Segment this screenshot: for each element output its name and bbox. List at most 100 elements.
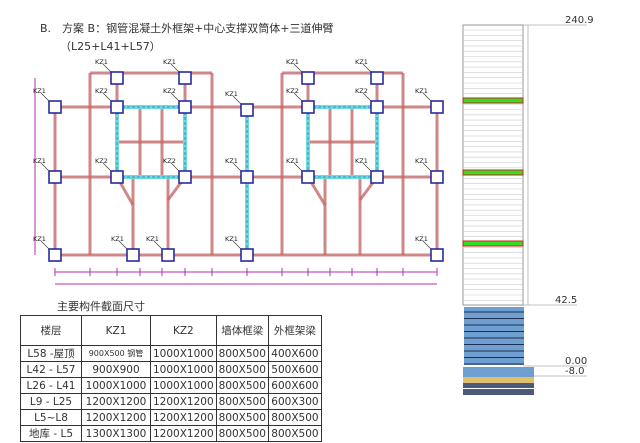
basement-1 bbox=[463, 367, 534, 377]
column-kz2 bbox=[110, 100, 124, 114]
column-label: KZ1 bbox=[33, 157, 46, 165]
column-kz1 bbox=[240, 103, 254, 117]
column-label: KZ1 bbox=[33, 87, 46, 95]
column-label: KZ1 bbox=[415, 87, 428, 95]
column-label: KZ1 bbox=[286, 58, 299, 66]
column-kz1 bbox=[110, 71, 124, 85]
table-cell: 900X900 bbox=[81, 361, 151, 378]
column-kz2 bbox=[110, 170, 124, 184]
table-cell: 1300X1300 bbox=[81, 425, 151, 442]
page-subtitle: （L25+L41+L57） bbox=[60, 40, 161, 53]
column-kz1 bbox=[430, 100, 444, 114]
column-leader bbox=[232, 240, 242, 250]
column-kz1 bbox=[240, 248, 254, 262]
column-label: KZ2 bbox=[355, 87, 368, 95]
column-label: KZ2 bbox=[95, 87, 108, 95]
table-cell: 800X500 bbox=[215, 425, 269, 442]
column-kz1 bbox=[370, 170, 384, 184]
column-label: KZ2 bbox=[286, 87, 299, 95]
table-cell: 800X500 bbox=[215, 377, 269, 394]
column-kz1 bbox=[240, 170, 254, 184]
table-cell: 1200X1200 bbox=[150, 393, 217, 410]
column-kz1 bbox=[301, 71, 315, 85]
table-cell: 800X500 bbox=[215, 361, 269, 378]
column-leader bbox=[422, 240, 432, 250]
outrigger-floor bbox=[462, 169, 524, 176]
table-cell: 1000X1000 bbox=[150, 361, 217, 378]
column-kz1 bbox=[48, 248, 62, 262]
column-leader bbox=[422, 92, 432, 102]
table-cell: 800X500 bbox=[267, 425, 322, 442]
column-leader bbox=[153, 240, 163, 250]
column-leader bbox=[102, 92, 112, 102]
column-leader bbox=[293, 162, 303, 172]
column-kz2 bbox=[178, 170, 192, 184]
basement-2 bbox=[463, 377, 534, 383]
column-leader bbox=[422, 162, 432, 172]
table-title: 主要构件截面尺寸 bbox=[57, 300, 145, 313]
table-cell: 1200X1200 bbox=[150, 409, 217, 426]
column-leader bbox=[102, 162, 112, 172]
table-header-row: 楼层 KZ1 KZ2 墙体框梁 外框架梁 bbox=[20, 315, 322, 346]
column-label: KZ1 bbox=[95, 58, 108, 66]
column-kz1 bbox=[430, 170, 444, 184]
table-cell: L42 - L57 bbox=[20, 361, 82, 378]
column-leader bbox=[118, 240, 128, 250]
outrigger-floor bbox=[462, 240, 524, 247]
column-label: KZ1 bbox=[286, 157, 299, 165]
column-kz2 bbox=[178, 100, 192, 114]
outrigger-floor bbox=[462, 97, 524, 104]
column-leader bbox=[232, 95, 242, 105]
table-cell: 800X500 bbox=[215, 409, 269, 426]
table-cell: L5~L8 bbox=[20, 409, 82, 426]
column-kz1 bbox=[48, 100, 62, 114]
column-kz2 bbox=[370, 100, 384, 114]
basement-3 bbox=[463, 383, 534, 388]
column-kz1 bbox=[430, 248, 444, 262]
level-label: 240.9 bbox=[565, 15, 594, 26]
column-kz2 bbox=[301, 100, 315, 114]
header-kz2: KZ2 bbox=[150, 315, 217, 346]
basement-4 bbox=[463, 389, 534, 395]
column-label: KZ1 bbox=[163, 58, 176, 66]
header-floor: 楼层 bbox=[20, 315, 82, 346]
table-cell: 地库 - L5 bbox=[20, 425, 82, 442]
column-kz1 bbox=[370, 71, 384, 85]
column-label: KZ1 bbox=[225, 235, 238, 243]
column-label: KZ2 bbox=[163, 157, 176, 165]
table-cell: 800X500 bbox=[215, 393, 269, 410]
column-kz1 bbox=[178, 71, 192, 85]
column-label: KZ1 bbox=[225, 90, 238, 98]
column-leader bbox=[362, 63, 372, 73]
column-label: KZ2 bbox=[163, 87, 176, 95]
column-label: KZ1 bbox=[33, 235, 46, 243]
table-cell: 500X600 bbox=[267, 361, 322, 378]
column-label: KZ1 bbox=[415, 235, 428, 243]
column-kz1 bbox=[48, 170, 62, 184]
column-leader bbox=[232, 162, 242, 172]
column-leader bbox=[362, 92, 372, 102]
column-label: KZ1 bbox=[415, 157, 428, 165]
column-label: KZ1 bbox=[355, 58, 368, 66]
column-leader bbox=[40, 240, 50, 250]
page-title: B. 方案 B：钢管混凝土外框架+中心支撑双筒体+三道伸臂 bbox=[40, 22, 334, 35]
column-kz1 bbox=[126, 248, 140, 262]
table-cell: 800X500 bbox=[215, 345, 269, 362]
table-cell: L9 - L25 bbox=[20, 393, 82, 410]
column-leader bbox=[170, 162, 180, 172]
table-cell: 1000X1000 bbox=[81, 377, 151, 394]
podium bbox=[464, 307, 524, 365]
level-label: 0.00 bbox=[565, 356, 587, 367]
column-leader bbox=[293, 92, 303, 102]
level-label: 42.5 bbox=[555, 295, 577, 306]
column-leader bbox=[170, 63, 180, 73]
table-cell: 1200X1200 bbox=[81, 409, 151, 426]
level-label: -8.0 bbox=[565, 366, 585, 377]
